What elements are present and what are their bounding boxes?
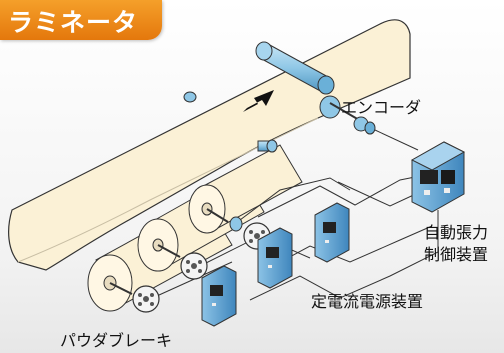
encoder-label: エンコーダ [341, 98, 422, 117]
auto-tension-label-line1: 自動張力 [424, 223, 489, 242]
auto-tension-label-line2: 制御装置 [424, 245, 489, 264]
side-pulley [183, 91, 197, 103]
power-supply-2 [257, 227, 293, 289]
page-title: ラミネータ [8, 8, 139, 37]
power-supply-3 [314, 202, 350, 263]
wiring [147, 129, 439, 301]
encoder-roller [319, 95, 376, 135]
top-roller [255, 41, 335, 95]
constant-current-label: 定電流電源装置 [311, 292, 424, 311]
web-edge-shadow [17, 117, 319, 263]
powder-brake-label: パウダブレーキ [60, 331, 173, 350]
idler-roller [257, 139, 278, 153]
powder-brake-1 [109, 282, 160, 313]
tension-controller [410, 141, 466, 213]
powder-brake-2 [157, 244, 208, 280]
title-badge: ラミネータ [0, 0, 162, 40]
power-supply-1 [201, 265, 237, 327]
direction-arrow [243, 90, 274, 112]
